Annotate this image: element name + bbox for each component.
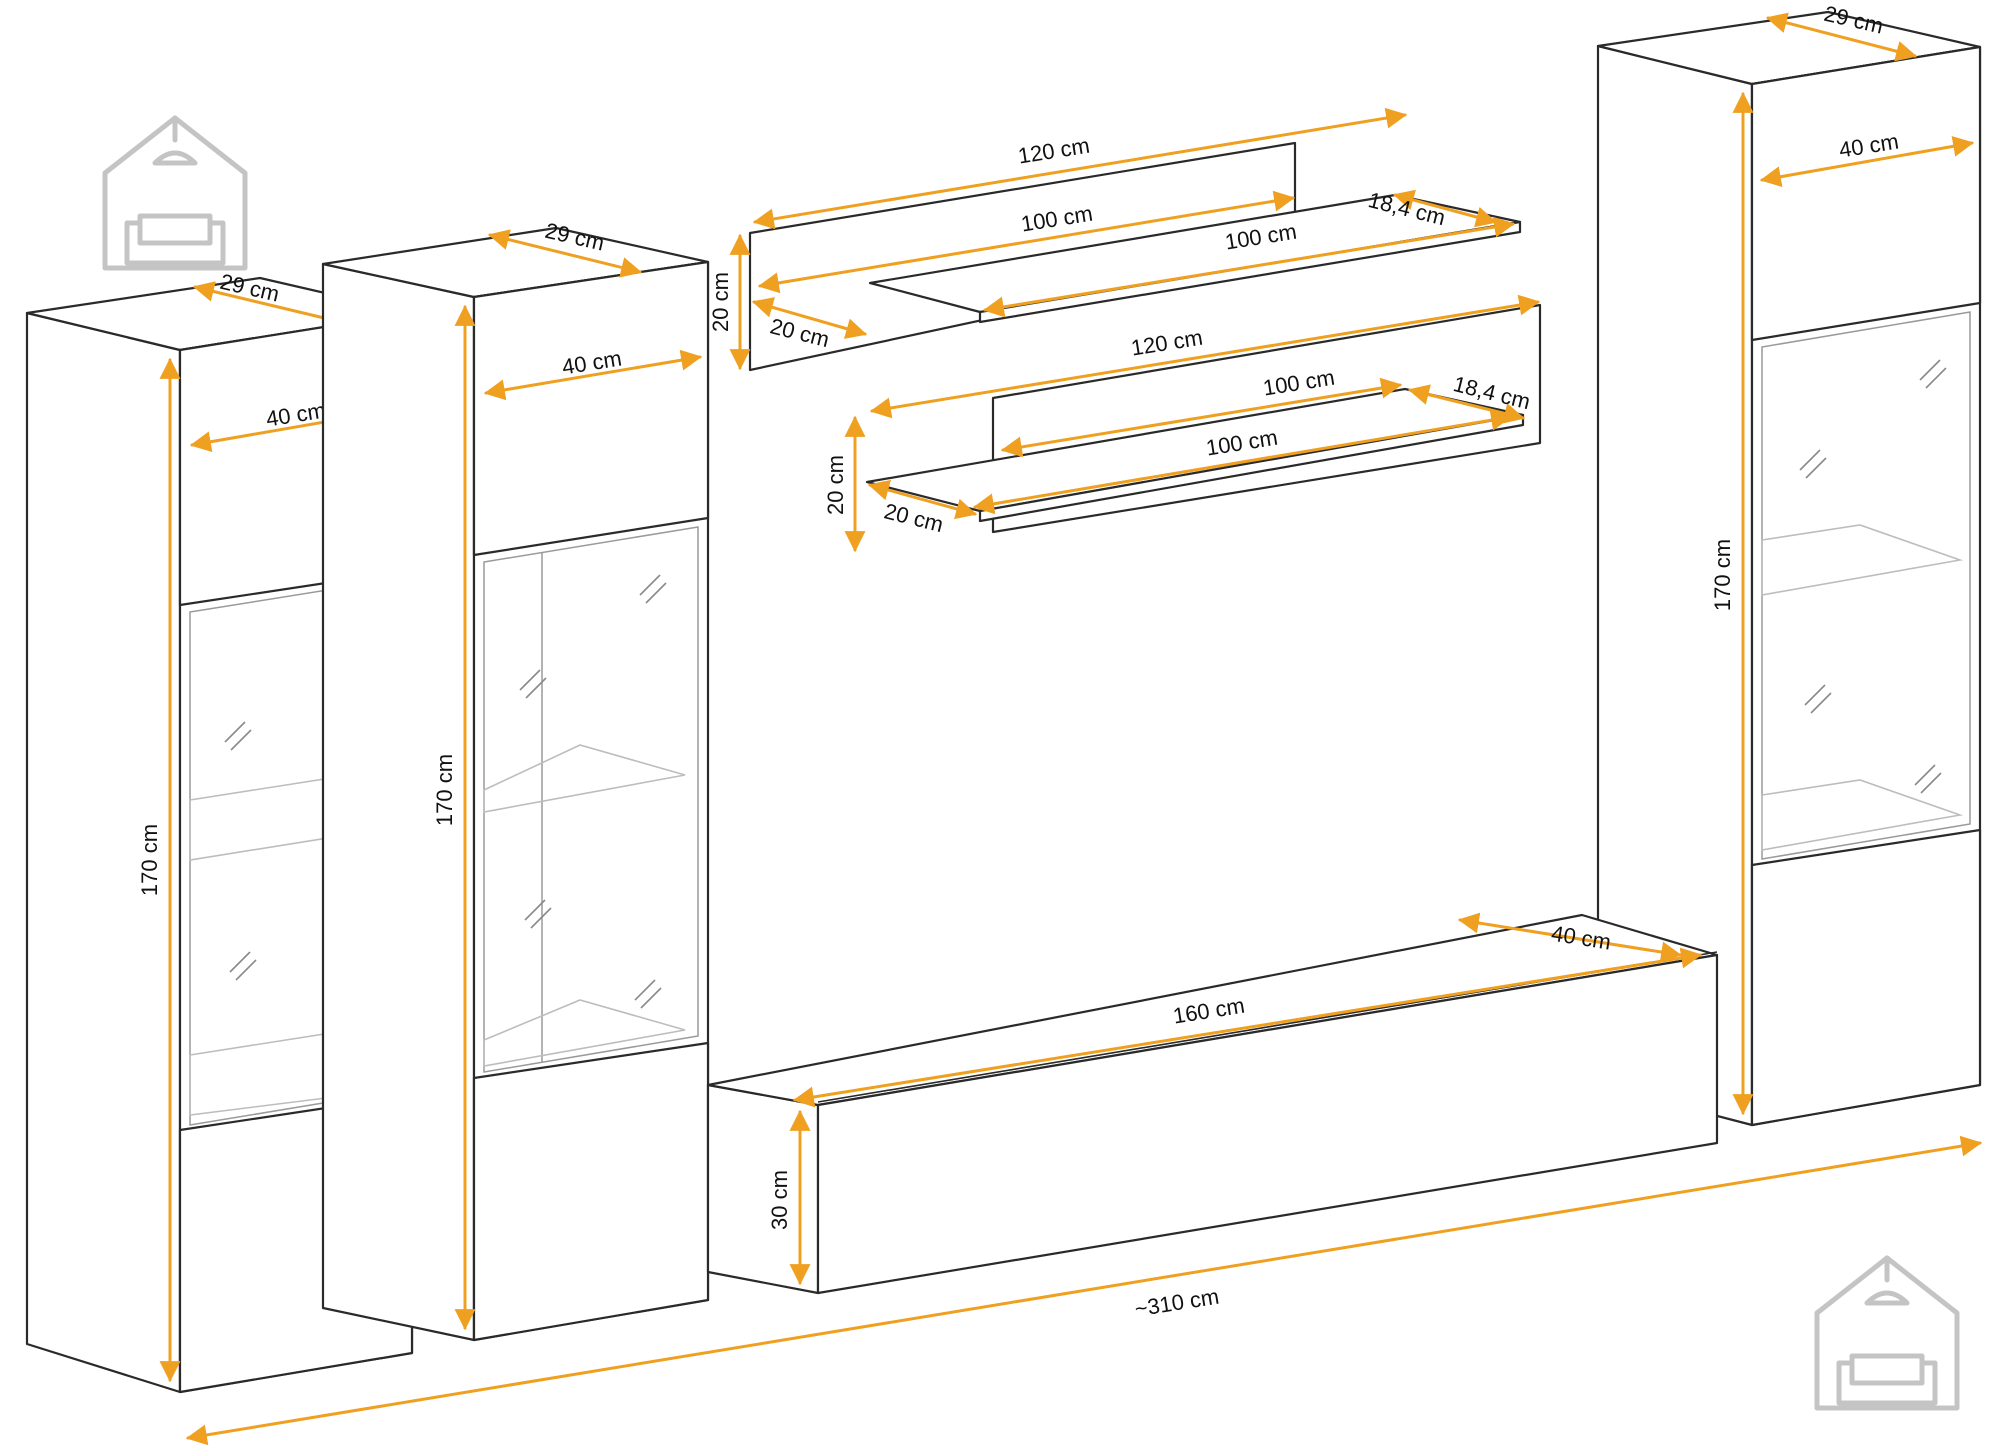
wall-shelf-lower: 120 cm 100 cm 100 cm 18,4 cm 20 cm 20 cm	[823, 294, 1542, 553]
tv-stand-height-label: 30 cm	[767, 1170, 792, 1230]
total-width-dimension	[185, 1135, 1983, 1446]
glass-reflection	[519, 574, 667, 1009]
cabinet-right-glass-shelf	[1761, 779, 1964, 851]
glass-reflection	[1799, 359, 1947, 794]
wall-shelf-lower-panel-height-label: 20 cm	[823, 455, 848, 515]
cabinet-left-height-label: 170 cm	[137, 824, 162, 896]
cabinet-middle-glass-shelf	[483, 744, 686, 813]
house-sofa-icon	[1814, 1255, 1960, 1411]
cabinet-middle-height-label: 170 cm	[432, 754, 457, 826]
cabinet-middle: 29 cm 40 cm 170 cm	[321, 218, 710, 1342]
cabinet-middle-glass	[483, 526, 699, 1073]
cabinet-right-lower-door	[1750, 828, 1982, 1127]
wall-shelf-upper-panel-width-label: 120 cm	[1016, 133, 1091, 169]
cabinet-right: 29 cm 40 cm 170 cm	[1596, 1, 1982, 1127]
house-sofa-icon	[102, 115, 248, 271]
total-width-label: ~310 cm	[1133, 1284, 1221, 1322]
tv-stand: 40 cm 160 cm 30 cm	[706, 912, 1719, 1295]
cabinet-right-glass	[1761, 311, 1971, 860]
wall-shelf-lower-panel-width-label: 120 cm	[1129, 325, 1204, 361]
cabinet-middle-glass-shelf	[483, 999, 686, 1067]
cabinet-right-glass-shelf	[1761, 524, 1964, 596]
cabinet-middle-lower-door	[472, 1041, 710, 1342]
cabinet-middle-upper-door	[472, 260, 710, 557]
wall-shelf-upper-panel-height-label: 20 cm	[708, 272, 733, 332]
cabinet-right-upper-door	[1750, 45, 1982, 342]
cabinet-right-height-label: 170 cm	[1710, 539, 1735, 611]
